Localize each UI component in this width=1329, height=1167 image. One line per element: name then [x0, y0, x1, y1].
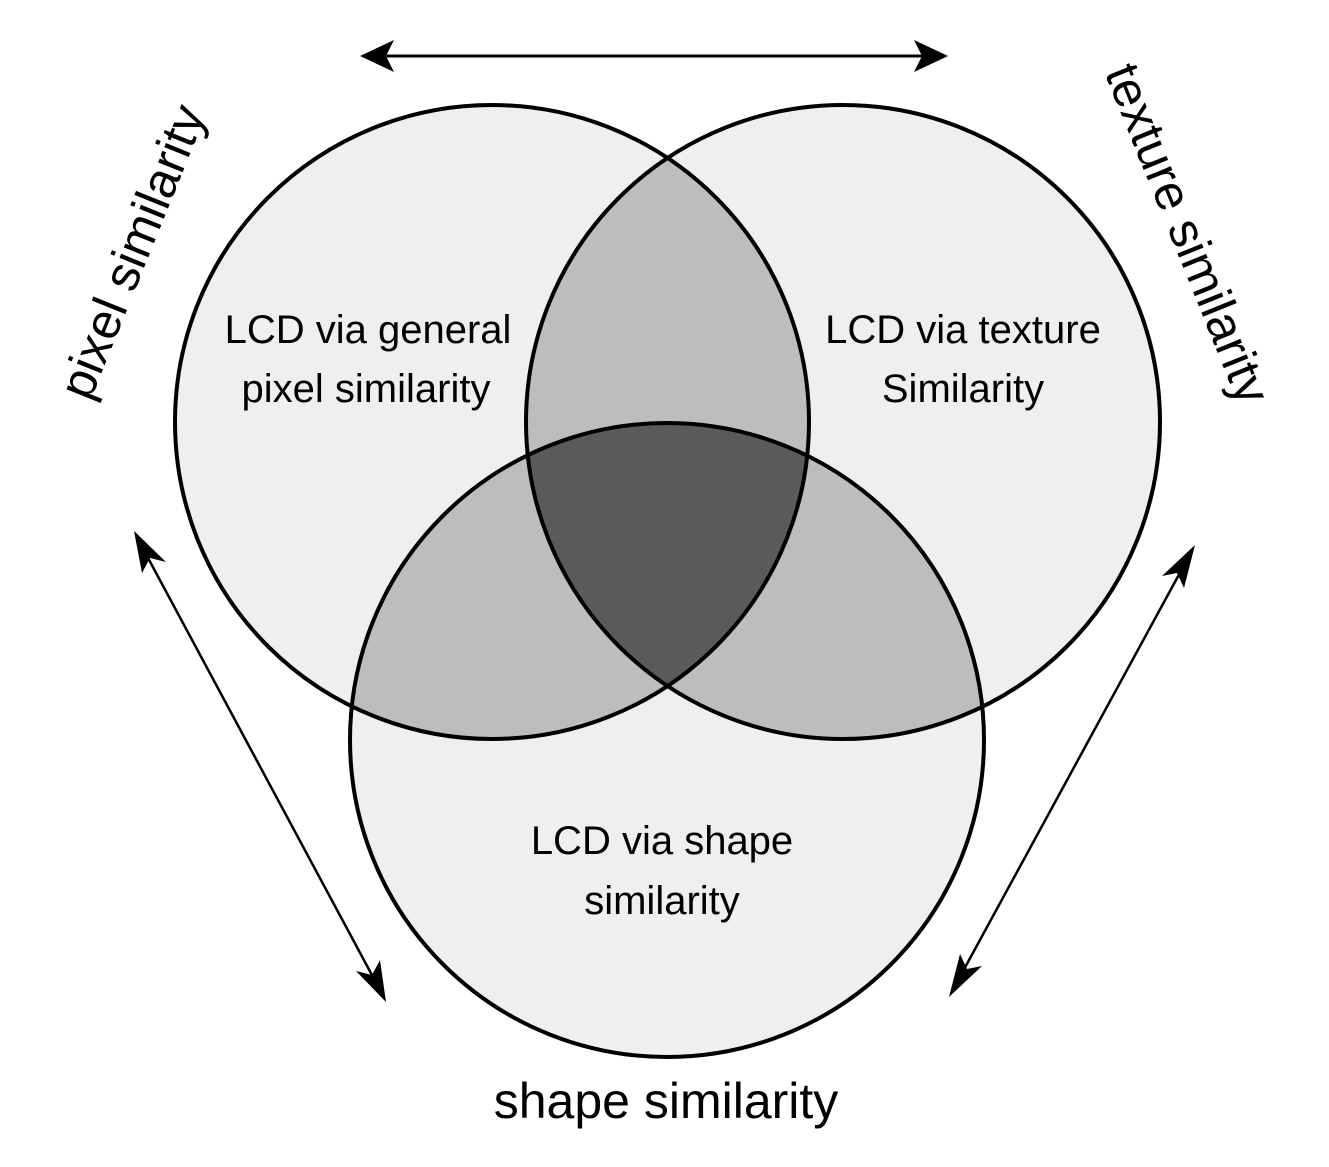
top-double-arrow — [360, 40, 948, 72]
right-double-arrow — [949, 545, 1195, 997]
pixel-circle-outline — [173, 103, 811, 741]
pixel-shape-overlap — [350, 423, 809, 739]
left-double-arrow — [134, 531, 386, 1002]
texture-circle-line1: LCD via texture — [825, 308, 1101, 352]
texture-shape-overlap — [526, 423, 984, 739]
shape-circle-line1: LCD via shape — [531, 819, 793, 863]
shape-similarity-label: shape similarity — [494, 1073, 839, 1129]
pixel-circle-line1: LCD via general — [225, 308, 512, 352]
texture-circle-line2: Similarity — [882, 367, 1044, 411]
shape-circle-outline — [348, 421, 986, 1059]
shape-circle-line2: similarity — [584, 879, 740, 923]
pixel-circle-line2: pixel similarity — [242, 367, 491, 411]
texture-circle-outline — [524, 103, 1162, 741]
